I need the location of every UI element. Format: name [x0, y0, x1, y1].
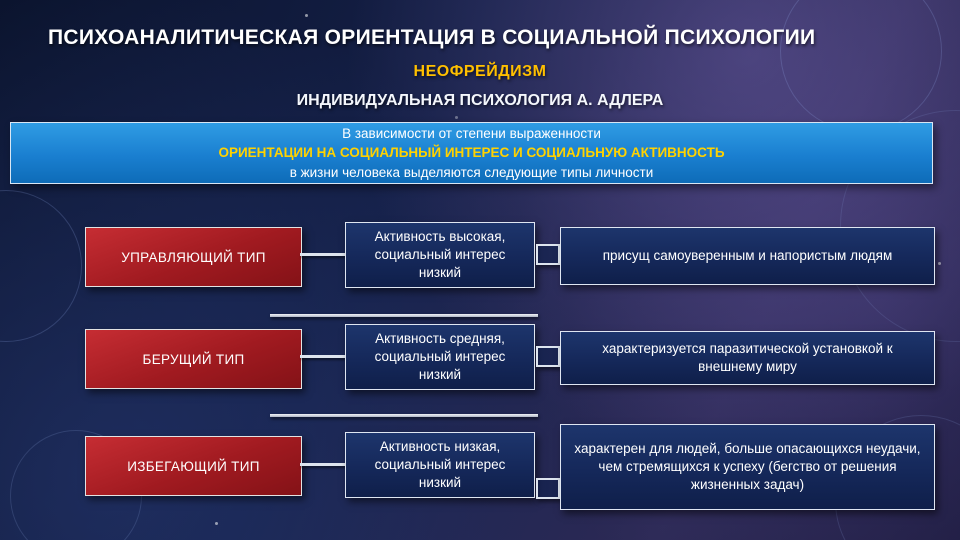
description-box-avoiding: характерен для людей, больше опасающихся…	[560, 424, 935, 510]
type-label: БЕРУЩИЙ ТИП	[142, 351, 245, 367]
description-text: характерен для людей, больше опасающихся…	[574, 440, 921, 493]
banner-line-3: в жизни человека выделяются следующие ти…	[289, 164, 654, 180]
row-divider	[270, 414, 538, 417]
intro-banner: В зависимости от степени выраженности ОР…	[10, 122, 933, 184]
activity-text: Активность высокая, социальный интерес н…	[374, 228, 506, 281]
connector-box	[536, 346, 560, 367]
type-label: ИЗБЕГАЮЩИЙ ТИП	[127, 458, 260, 474]
connector-box	[536, 244, 560, 265]
description-box-taking: характеризуется паразитической установко…	[560, 331, 935, 385]
description-text: характеризуется паразитической установко…	[602, 340, 893, 374]
row-divider	[270, 314, 538, 317]
slide-title: ПСИХОАНАЛИТИЧЕСКАЯ ОРИЕНТАЦИЯ В СОЦИАЛЬН…	[48, 26, 816, 49]
connector-box	[536, 478, 560, 499]
connector-line	[300, 253, 345, 256]
activity-box-avoiding: Активность низкая, социальный интерес ни…	[345, 432, 535, 498]
connector-line	[300, 355, 345, 358]
type-box-avoiding: ИЗБЕГАЮЩИЙ ТИП	[85, 436, 302, 496]
decor-dot	[938, 262, 941, 265]
type-box-taking: БЕРУЩИЙ ТИП	[85, 329, 302, 389]
connector-line	[300, 463, 345, 466]
decor-dot	[215, 522, 218, 525]
description-box-managing: присущ самоуверенным и напористым людям	[560, 227, 935, 285]
description-text: присущ самоуверенным и напористым людям	[602, 247, 893, 263]
decor-dot	[455, 116, 458, 119]
section-title: ИНДИВИДУАЛЬНАЯ ПСИХОЛОГИЯ А. АДЛЕРА	[296, 92, 664, 109]
activity-box-managing: Активность высокая, социальный интерес н…	[345, 222, 535, 288]
activity-box-taking: Активность средняя, социальный интерес н…	[345, 324, 535, 390]
banner-line-1: В зависимости от степени выраженности	[342, 125, 601, 141]
banner-line-2: ОРИЕНТАЦИИ НА СОЦИАЛЬНЫЙ ИНТЕРЕС И СОЦИА…	[218, 145, 725, 161]
type-box-managing: УПРАВЛЯЮЩИЙ ТИП	[85, 227, 302, 287]
decor-circle	[0, 190, 82, 342]
activity-text: Активность низкая, социальный интерес ни…	[374, 438, 506, 491]
decor-dot	[305, 14, 308, 17]
activity-text: Активность средняя, социальный интерес н…	[374, 330, 506, 383]
slide-subtitle: НЕОФРЕЙДИЗМ	[413, 63, 547, 80]
type-label: УПРАВЛЯЮЩИЙ ТИП	[121, 249, 266, 265]
